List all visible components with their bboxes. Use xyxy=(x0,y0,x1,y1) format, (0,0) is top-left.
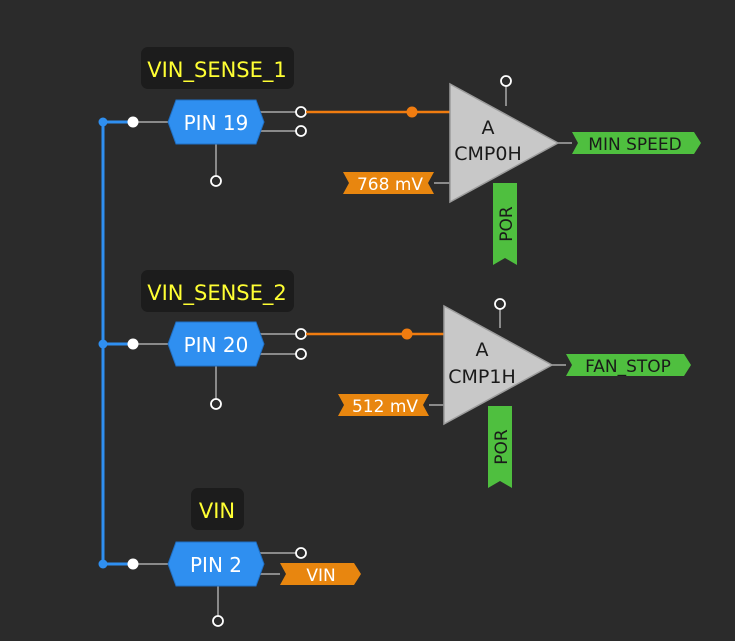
comparator-cmp1h[interactable] xyxy=(443,304,554,426)
cmp1-type-label: A xyxy=(476,339,489,361)
cmp0-reference-text: 768 mV xyxy=(357,175,423,195)
pin-2-block[interactable]: PIN 2 xyxy=(167,541,265,587)
pin19-input-port[interactable] xyxy=(127,116,139,128)
label-vin-sense-1-text: VIN_SENSE_1 xyxy=(147,58,287,83)
vin-output-tag[interactable]: VIN xyxy=(280,563,361,586)
cmp0-top-port[interactable] xyxy=(500,75,512,87)
label-vin-sense-2-text: VIN_SENSE_2 xyxy=(147,281,287,306)
pin19-bottom-port[interactable] xyxy=(210,175,222,187)
cmp1-reference-text: 512 mV xyxy=(352,397,418,417)
vin-output-tag-text: VIN xyxy=(306,566,335,586)
pin20-bottom-port[interactable] xyxy=(210,398,222,410)
pin2-bottom-port[interactable] xyxy=(212,615,224,627)
pin19-port-a[interactable] xyxy=(295,106,307,118)
pin19-port-b[interactable] xyxy=(295,125,307,137)
pin-19-block[interactable]: PIN 19 xyxy=(167,99,265,145)
pin-19-label: PIN 19 xyxy=(184,111,249,135)
label-vin-text: VIN xyxy=(199,499,235,523)
cmp1-reference-voltage[interactable]: 512 mV xyxy=(338,394,429,417)
label-vin-sense-1: VIN_SENSE_1 xyxy=(141,47,294,89)
cmp0-type-label: A xyxy=(482,117,495,139)
pin20-input-port[interactable] xyxy=(127,338,139,350)
cmp0-por-text: POR xyxy=(497,206,517,242)
output-min-speed[interactable]: MIN SPEED xyxy=(572,132,701,155)
cmp1-por-text: POR xyxy=(492,429,512,465)
output-fan-stop-text: FAN_STOP xyxy=(585,357,671,377)
cmp1-por-tag[interactable]: POR xyxy=(488,406,512,488)
cmp0-por-tag[interactable]: POR xyxy=(493,183,517,265)
cmp0-name-label: CMP0H xyxy=(454,143,522,165)
signal-junction-cmp1 xyxy=(401,328,413,340)
cmp1-name-label: CMP1H xyxy=(448,366,516,388)
pin-20-label: PIN 20 xyxy=(184,333,249,357)
pin-2-label: PIN 2 xyxy=(190,553,242,577)
label-vin: VIN xyxy=(191,488,244,530)
pin-20-block[interactable]: PIN 20 xyxy=(167,321,265,367)
pin2-port-a[interactable] xyxy=(295,547,307,559)
pin20-port-b[interactable] xyxy=(295,348,307,360)
output-fan-stop[interactable]: FAN_STOP xyxy=(566,354,691,377)
output-min-speed-text: MIN SPEED xyxy=(588,135,681,155)
comparator-cmp0h[interactable] xyxy=(449,82,560,204)
pin20-port-a[interactable] xyxy=(295,328,307,340)
pin2-input-port[interactable] xyxy=(127,558,139,570)
label-vin-sense-2: VIN_SENSE_2 xyxy=(141,270,294,312)
signal-junction-cmp0 xyxy=(406,106,418,118)
cmp0-reference-voltage[interactable]: 768 mV xyxy=(343,172,434,195)
cmp1-top-port[interactable] xyxy=(494,298,506,310)
